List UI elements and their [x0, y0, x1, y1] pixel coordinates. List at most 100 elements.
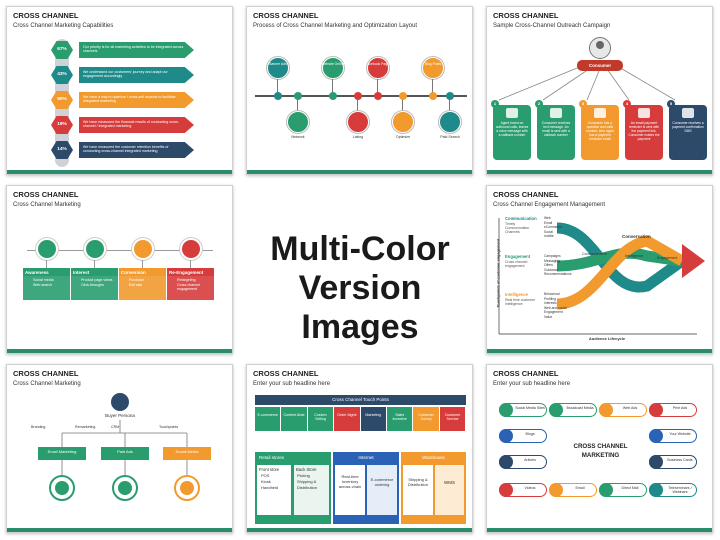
slide-footer-bar [247, 528, 472, 532]
slide-funnel-stages[interactable]: CROSS CHANNEL Cross Channel Marketing Aw… [6, 185, 233, 354]
percent-hexagon [51, 66, 73, 84]
slide-subtitle: Cross Channel Marketing Capabilities [13, 23, 114, 29]
step-number: 2 [537, 101, 541, 106]
channel-icon [649, 403, 663, 417]
tier-item: Campaigns [544, 254, 561, 258]
channel-box[interactable] [101, 447, 149, 460]
timeline-dot [429, 92, 437, 100]
capability-banner [79, 42, 194, 58]
slide-footer-bar [487, 170, 712, 174]
channel-icon [649, 429, 663, 443]
front-store-label: Front store [259, 467, 280, 472]
touch-point-tile[interactable] [439, 407, 466, 431]
touch-point-tile[interactable] [387, 407, 413, 431]
channel-label: Videos [524, 486, 536, 490]
capability-text: Our priority is for all marketing activi… [83, 45, 184, 54]
channel-label: Direct Mail [621, 486, 639, 490]
touch-points-header-label: Cross Channel Touch Points [332, 397, 389, 402]
capability-text: We have a way to optimize / cross-sell a… [83, 95, 176, 104]
percent-value: 67% [57, 47, 67, 52]
flow-label-communication: Communication [582, 252, 607, 256]
touch-point-tile[interactable] [307, 407, 334, 431]
stage-icon [132, 238, 154, 260]
slide-title: CROSS CHANNEL [13, 11, 79, 20]
stage-stem [190, 260, 191, 268]
slide-engagement-management[interactable]: CROSS CHANNEL Cross Channel Engagement M… [486, 185, 713, 354]
stage-stem [94, 260, 95, 268]
touch-point-tile[interactable] [255, 407, 281, 431]
slide-channel-hub[interactable]: CROSS CHANNEL Enter your sub headline he… [486, 364, 713, 533]
tier-item: mobile [544, 234, 554, 239]
step-label: Optimize [395, 135, 411, 139]
channel-label: Articles [524, 458, 536, 462]
tier-item: Social [544, 229, 553, 234]
slide-title: CROSS CHANNEL [493, 369, 559, 378]
tier-item: Offers [544, 263, 553, 268]
capability-text: We have measured the customer retention … [83, 145, 169, 154]
headline-line-2: Version Images [298, 269, 422, 347]
channel-icon [267, 57, 289, 79]
wms-label: WMS [444, 480, 455, 485]
back-store-label: Back Store [296, 467, 317, 472]
step-label: Listing [352, 135, 364, 139]
channel-stem [277, 79, 278, 93]
channel-icon [49, 475, 75, 501]
back-store-item: Shipping & [297, 479, 317, 484]
stage-name: Interest [73, 269, 90, 275]
slide-outreach-campaign[interactable]: CROSS CHANNEL Sample Cross-Channel Outre… [486, 6, 713, 175]
consumer-hub[interactable] [577, 60, 623, 71]
slide-footer-bar [487, 349, 712, 353]
tier-desc: Real time customer intelligence [505, 298, 536, 306]
x-axis-label: Audience Lifecycle [588, 336, 626, 341]
touch-point-label: Marketing [365, 413, 382, 417]
slide-subtitle: Process of Cross Channel Marketing and O… [253, 23, 418, 29]
stage-stem [142, 260, 143, 268]
touch-point-tile[interactable] [360, 407, 386, 431]
stage-item: Web search [33, 283, 53, 287]
channel-icon [499, 403, 513, 417]
step-icon [506, 108, 518, 118]
slide-buyer-persona[interactable]: CROSS CHANNEL Cross Channel Marketing Bu… [6, 364, 233, 533]
back-store-box [294, 465, 329, 515]
step-icon [638, 108, 650, 118]
tier-desc: Cross channel engagement [505, 260, 528, 268]
channel-box[interactable] [38, 447, 86, 460]
flow-label-conversation: Conversation [622, 234, 651, 239]
slide-capabilities[interactable]: CROSS CHANNEL Cross Channel Marketing Ca… [6, 6, 233, 175]
percent-hexagon [51, 141, 73, 159]
slide-subtitle: Cross Channel Engagement Management [493, 202, 606, 208]
slide-subtitle: Enter your sub headline here [253, 381, 331, 387]
channel-stem [377, 79, 378, 93]
step-number: 1 [493, 101, 497, 106]
headline-line-1: Multi-Color [270, 230, 450, 268]
channel-label: Print Ads [672, 406, 688, 410]
capability-banner [79, 92, 194, 108]
touch-point-tile[interactable] [334, 407, 360, 431]
stage-item: Purchase [129, 278, 145, 282]
slide-process-layout[interactable]: CROSS CHANNEL Process of Cross Channel M… [246, 6, 473, 175]
channel-icon [599, 483, 613, 497]
channel-stem [432, 79, 433, 93]
touch-point-label: Order Mgmt [337, 413, 357, 417]
stage-body [23, 276, 70, 300]
channel-icon-inner [118, 481, 132, 495]
channel-box[interactable] [163, 447, 211, 460]
tier-item: Web [544, 216, 551, 220]
retail-label: Retail stores [259, 455, 285, 460]
touch-point-label: Customer Survey [418, 413, 434, 422]
step-text: Consumer receives text message. An email… [541, 121, 571, 138]
channel-label: Email [575, 486, 585, 490]
touch-point-tile[interactable] [413, 407, 439, 431]
touch-point-label: Content Aisle [283, 413, 305, 417]
slide-footer-bar [7, 349, 232, 353]
tier-item: Interests [544, 301, 557, 306]
percent-value: 90% [57, 97, 67, 102]
stage-item: Cross channel engagement [177, 283, 200, 291]
slide-touch-points[interactable]: CROSS CHANNEL Enter your sub headline he… [246, 364, 473, 533]
timeline-dot [294, 92, 302, 100]
touch-point-tile[interactable] [281, 407, 307, 431]
channel-icon [549, 483, 563, 497]
channel-label: Website Online [321, 62, 345, 66]
step-text: Agent invest on outbound calls, leaves a… [495, 121, 529, 138]
tier-name: Engagement [505, 254, 531, 259]
